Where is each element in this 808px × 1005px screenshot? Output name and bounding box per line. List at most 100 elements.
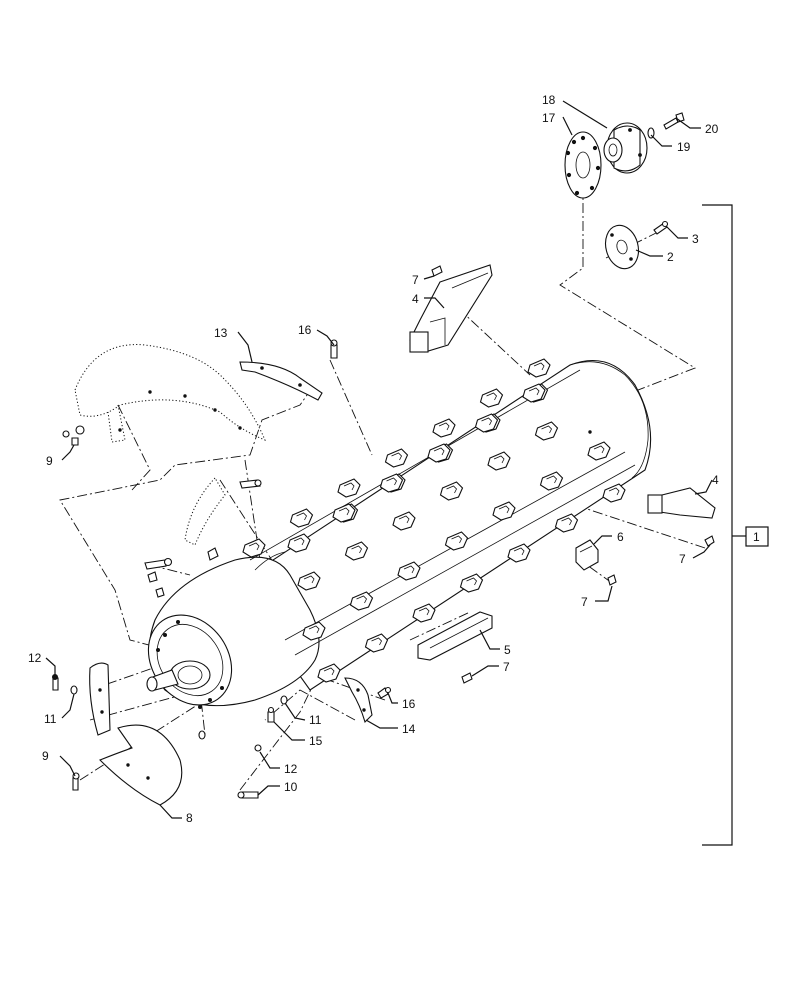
- knife-edge-18: [498, 505, 510, 514]
- knife-1: [289, 508, 314, 528]
- knife-edge-16: [403, 565, 415, 574]
- knife-edge-32: [323, 667, 335, 676]
- knife-0: [242, 538, 266, 558]
- blade-14: [344, 677, 373, 724]
- callout-18: 18: [542, 93, 556, 107]
- drum-knives: [242, 358, 626, 683]
- knife-8: [344, 541, 369, 561]
- bolt-9-upper: [62, 425, 85, 446]
- knife-edge-5: [438, 422, 450, 431]
- callout-13: 13: [214, 326, 228, 340]
- callout-12-lower: 12: [284, 762, 298, 776]
- knife-36: [554, 513, 579, 533]
- callout-17: 17: [542, 111, 556, 125]
- knife-28: [427, 443, 451, 463]
- callout-7-lower: 7: [503, 660, 510, 674]
- callout-1: 1: [753, 530, 760, 544]
- callout-7-upper: 7: [412, 273, 419, 287]
- knife-16: [444, 531, 469, 551]
- knife-33: [412, 603, 436, 623]
- knife-12: [534, 421, 559, 441]
- knife-26: [332, 503, 356, 523]
- scraper-bracket-4-right: [647, 487, 716, 547]
- shield-plate-8: [99, 724, 183, 806]
- bracket-6: [575, 539, 617, 586]
- knife-edge-35: [466, 577, 477, 586]
- knife-17: [492, 501, 516, 521]
- callout-7-mid: 7: [581, 595, 588, 609]
- knife-7: [297, 571, 321, 591]
- bolt-16-lower: [377, 686, 392, 699]
- knife-edge-31: [528, 387, 540, 396]
- knife-19: [587, 441, 611, 461]
- bolt-9-lower: [72, 772, 80, 791]
- callout-15: 15: [309, 734, 323, 748]
- knife-2: [337, 478, 361, 498]
- knife-29: [474, 413, 499, 433]
- callout-19: 19: [677, 140, 691, 154]
- knife-edge-28: [386, 477, 397, 486]
- knife-edge-36: [513, 547, 525, 556]
- callout-3: 3: [692, 232, 699, 246]
- leader-lines: [45, 100, 713, 819]
- callout-4-right: 4: [712, 473, 719, 487]
- knife-edge-6: [486, 392, 497, 401]
- knife-edge-19: [546, 475, 557, 484]
- assembly-bracket: [702, 204, 769, 846]
- callout-16-lower: 16: [402, 697, 416, 711]
- knife-34: [459, 573, 484, 593]
- callout-6: 6: [617, 530, 624, 544]
- nut-12-lower: [254, 744, 262, 752]
- callout-9-upper: 9: [46, 454, 53, 468]
- bar-5: [417, 611, 493, 684]
- knife-edge-15: [356, 595, 367, 604]
- callout-7-right: 7: [679, 552, 686, 566]
- callout-labels: 18 17 20 19 3 2 7 4 13 16 9 4 1 6 7 7 5 …: [28, 93, 760, 825]
- end-plate-2: [604, 224, 640, 270]
- knife-edge-30: [481, 417, 492, 426]
- knife-edge-13: [541, 425, 552, 434]
- bolt-16-upper: [330, 339, 338, 359]
- callout-10: 10: [284, 780, 298, 794]
- knife-edge-34: [418, 607, 430, 616]
- knife-35: [507, 543, 531, 563]
- knife-4: [432, 418, 456, 438]
- knife-edge-38: [608, 487, 620, 496]
- knife-edge-21: [293, 537, 305, 546]
- knife-37: [602, 483, 626, 503]
- knife-14: [349, 591, 374, 611]
- washer-11-left: [70, 685, 78, 695]
- blade-13: [239, 361, 323, 401]
- knife-3: [384, 448, 409, 468]
- knife-edge-37: [561, 517, 572, 526]
- bolt-15: [267, 706, 275, 723]
- callout-9-lower: 9: [42, 749, 49, 763]
- knife-edge-29: [433, 447, 445, 456]
- knife-edge-33: [371, 637, 382, 646]
- knife-edge-17: [451, 535, 462, 544]
- knife-32: [364, 633, 389, 653]
- knife-5: [479, 388, 504, 408]
- knife-18: [539, 471, 564, 491]
- knife-edge-11: [446, 485, 457, 494]
- knife-6: [527, 358, 551, 378]
- shield-outline-ghost: [74, 344, 266, 443]
- knife-edge-2: [296, 512, 307, 521]
- scraper-bracket-4-upper: [409, 264, 493, 353]
- washer-11-lower: [198, 695, 288, 740]
- shield-plate-upper-8: [89, 662, 111, 736]
- knife-9: [392, 511, 416, 531]
- rotor-drum: [146, 360, 652, 709]
- callout-4-upper: 4: [412, 292, 419, 306]
- callout-14: 14: [402, 722, 416, 736]
- callout-16-upper: 16: [298, 323, 312, 337]
- knife-20: [287, 533, 311, 553]
- callout-12-left: 12: [28, 651, 42, 665]
- callout-20: 20: [705, 122, 719, 136]
- knife-edge-1: [248, 542, 260, 551]
- knife-13: [302, 621, 326, 641]
- knife-edge-3: [343, 482, 355, 491]
- bolt-3: [653, 220, 669, 235]
- knife-10: [439, 481, 464, 501]
